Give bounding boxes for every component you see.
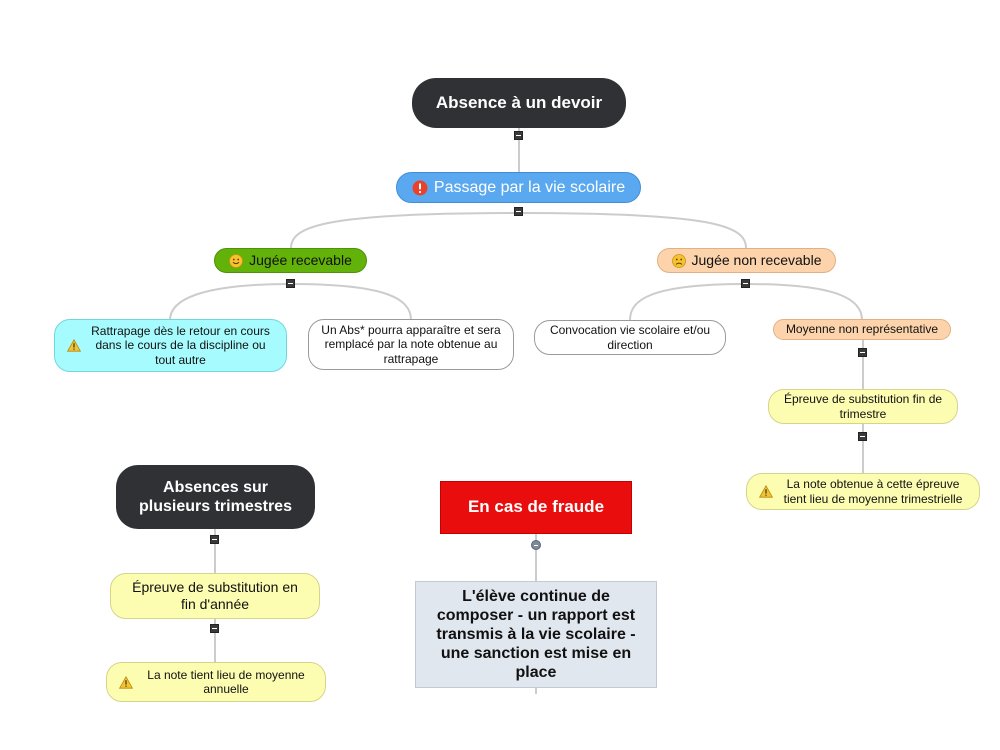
node-abs-remplace[interactable]: Un Abs* pourra apparaître et sera rempla… <box>308 319 514 370</box>
collapse-toggle-passage[interactable] <box>514 207 523 216</box>
root-absences-trimestres[interactable]: Absences sur plusieurs trimestres <box>116 465 315 529</box>
node-substitution-annee[interactable]: Épreuve de substitution en fin d'année <box>110 573 320 619</box>
smiley-happy-icon <box>229 253 244 268</box>
connector-recevable-abs <box>290 283 412 321</box>
connector-non-recevable-moyenne <box>745 283 863 321</box>
node-moyenne-non-representative[interactable]: Moyenne non représentative <box>773 319 951 340</box>
collapse-toggle-recevable[interactable] <box>286 279 295 288</box>
collapse-toggle-fraude[interactable] <box>531 540 541 550</box>
collapse-toggle-map2-root[interactable] <box>210 535 219 544</box>
exclamation-icon <box>412 180 428 196</box>
node-substitution-trimestre[interactable]: Épreuve de substitution fin de trimestre <box>768 389 958 424</box>
collapse-toggle-non-recevable[interactable] <box>741 279 750 288</box>
node-note-annuelle[interactable]: La note tient lieu de moyenne annuelle <box>106 662 326 702</box>
connector-passage-non-recevable <box>518 212 747 249</box>
root-fraude[interactable]: En cas de fraude <box>440 481 632 534</box>
collapse-toggle-moyenne[interactable] <box>858 348 867 357</box>
node-convocation[interactable]: Convocation vie scolaire et/ou direction <box>534 320 726 355</box>
smiley-sad-icon <box>671 253 686 268</box>
node-fraude-consequence[interactable]: L'élève continue de composer - un rappor… <box>415 581 657 688</box>
connector-passage-recevable <box>290 212 520 249</box>
warning-icon <box>759 485 773 498</box>
warning-icon <box>67 339 81 352</box>
collapse-toggle-root[interactable] <box>514 131 523 140</box>
node-jugee-recevable[interactable]: Jugée recevable <box>214 248 367 273</box>
connector-recevable-rattrapage <box>169 283 292 321</box>
node-rattrapage[interactable]: Rattrapage dès le retour en cours dans l… <box>54 319 287 372</box>
collapse-toggle-substitution-trimestre[interactable] <box>858 432 867 441</box>
warning-icon <box>119 675 133 689</box>
node-note-trimestrielle[interactable]: La note obtenue à cette épreuve tient li… <box>746 473 980 510</box>
collapse-toggle-map2-substitution[interactable] <box>210 624 219 633</box>
root-absence-devoir[interactable]: Absence à un devoir <box>412 78 626 128</box>
node-jugee-non-recevable[interactable]: Jugée non recevable <box>657 248 836 273</box>
node-passage-vie-scolaire[interactable]: Passage par la vie scolaire <box>396 172 641 203</box>
connector-non-recevable-convocation <box>629 283 747 321</box>
